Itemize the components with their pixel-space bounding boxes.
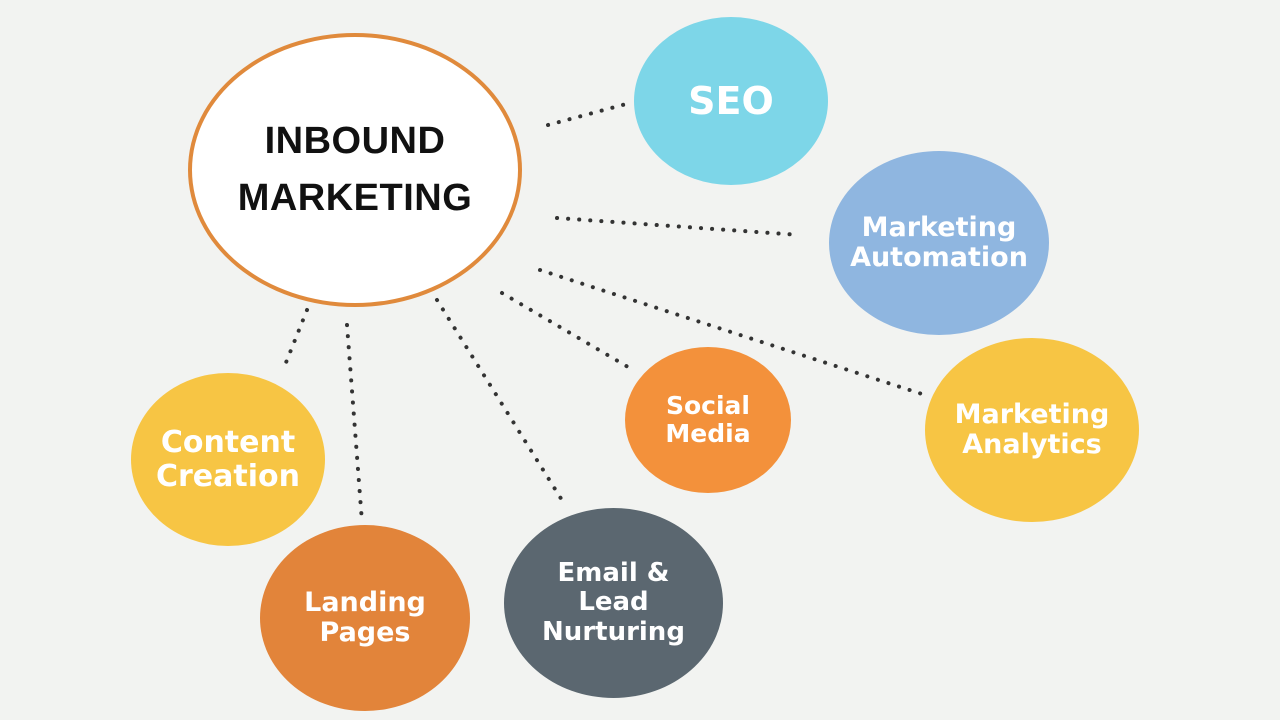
inbound-marketing-hub: INBOUND MARKETING [188,33,522,307]
landing-pages-label-line-1: Landing [304,586,426,618]
social-media-node: Social Media [625,347,791,493]
email-lead-nurturing-node: Email & Lead Nurturing [504,508,723,698]
marketing-automation-label-line-1: Marketing [861,211,1017,243]
connector-marketing-automation [555,216,802,237]
connector-seo [546,101,632,127]
social-media-label-line-1: Social [665,391,750,420]
email-lead-nurturing-label-line-1: Email & [557,558,670,589]
marketing-analytics-label-line-1: Marketing [954,398,1110,430]
marketing-automation-label-line-2: Automation [850,242,1028,273]
marketing-automation-node: Marketing Automation [829,151,1049,335]
connector-email-lead-nurturing [435,298,567,507]
hub-title-line-2: MARKETING [237,177,473,219]
hub-title-line-1: INBOUND [264,120,446,162]
content-creation-label-line-1: Content [160,424,296,460]
landing-pages-node: Landing Pages [260,525,470,711]
seo-label: SEO [688,78,774,123]
connector-social-media [500,291,630,369]
content-creation-node: Content Creation [131,373,325,546]
email-lead-nurturing-label-line-3: Nurturing [542,616,685,647]
landing-pages-label-line-2: Pages [319,617,411,648]
social-media-label-line-2: Media [665,419,751,448]
marketing-analytics-node: Marketing Analytics [925,338,1139,522]
marketing-analytics-label-line-2: Analytics [962,429,1102,460]
seo-node: SEO [634,17,828,185]
email-lead-nurturing-label-line-2: Lead [578,587,649,618]
connector-marketing-analytics [538,268,927,397]
connector-landing-pages [345,323,364,524]
connector-content-creation [281,308,309,372]
content-creation-label-line-2: Creation [156,458,300,494]
